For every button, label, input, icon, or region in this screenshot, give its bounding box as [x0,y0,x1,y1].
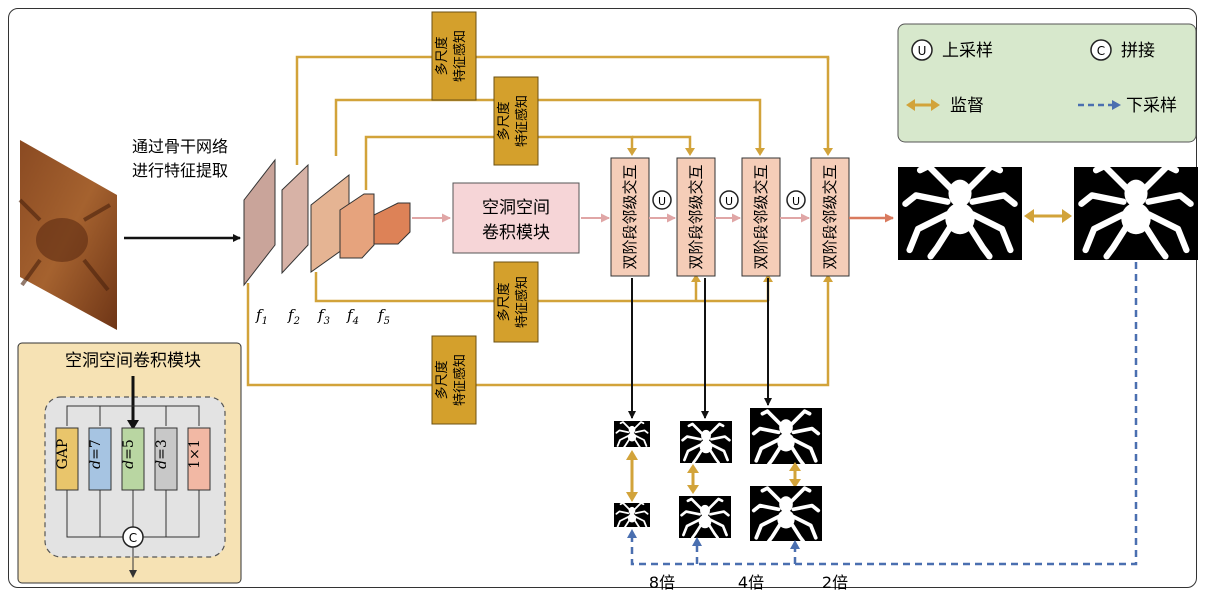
backbone-label-1: 通过骨干网络 [132,137,228,156]
feature-stack [244,160,410,285]
legend-concat: C 拼接 [1091,40,1155,61]
dsni-module-1: 双阶段邻级交互 [611,158,649,276]
prediction-mask [898,166,1022,260]
svg-text:U: U [725,195,733,208]
svg-text:双阶段邻级交互: 双阶段邻级交互 [752,164,770,269]
svg-text:监督: 监督 [950,96,984,116]
svg-text:特征感知: 特征感知 [514,95,530,147]
feature-label-f3: f3 [317,306,330,327]
svg-text:C: C [1097,44,1105,58]
svg-text:拼接: 拼接 [1121,41,1155,61]
side-output-arrows [632,278,768,418]
legend: U 上采样 C 拼接 监督 下采样 [898,24,1196,142]
aspp-detail-panel: 空洞空间卷积模块 GAP d=7 d=5 d=3 1×1 [18,343,241,583]
feature-f1 [244,160,275,285]
svg-text:d=7: d=7 [88,439,104,469]
svg-text:d=3: d=3 [154,439,170,469]
gt-8x [614,503,650,529]
side-prediction-2x [750,408,822,465]
msfp-box-upper: 多尺度 特征感知 [494,77,538,165]
gt-4x [679,496,731,538]
svg-text:1×1: 1×1 [187,439,203,469]
svg-text:特征感知: 特征感知 [452,30,468,82]
dsni-module-3: 双阶段邻级交互 [742,158,780,276]
aspp-detail-title: 空洞空间卷积模块 [65,351,201,371]
aspp-branch-d5: d=5 [121,428,144,490]
feature-label-f5: f5 [377,306,390,327]
svg-text:双阶段邻级交互: 双阶段邻级交互 [821,164,839,269]
svg-text:双阶段邻级交互: 双阶段邻级交互 [621,164,639,269]
svg-text:多尺度: 多尺度 [434,360,450,399]
dsni-module-4: 双阶段邻级交互 [811,158,849,276]
svg-text:多尺度: 多尺度 [496,282,512,321]
feature-labels: f1 f2 f3 f4 f5 [255,306,390,327]
svg-text:特征感知: 特征感知 [514,276,530,328]
svg-text:U: U [918,44,927,58]
scale-label-8x: 8倍 [649,573,675,592]
legend-upsample: U 上采样 [912,40,993,61]
svg-text:多尺度: 多尺度 [496,101,512,140]
aspp-branch-d3: d=3 [154,428,177,490]
svg-text:U: U [658,195,666,208]
upsample-node-1: U [653,191,671,209]
msfp-box-top: 多尺度 特征感知 [432,12,476,100]
svg-text:GAP: GAP [55,439,71,470]
feature-label-f2: f2 [287,306,300,327]
feature-f5 [374,203,410,244]
backbone-label-2: 进行特征提取 [132,161,228,180]
svg-text:多尺度: 多尺度 [434,36,450,75]
scale-label-2x: 2倍 [822,573,848,592]
upsample-node-2: U [720,191,738,209]
svg-text:双阶段邻级交互: 双阶段邻级交互 [687,164,705,269]
svg-text:C: C [129,531,137,545]
ground-truth-mask [1074,166,1198,260]
aspp-branch-d7: d=7 [88,428,111,490]
aspp-branch-1x1: 1×1 [187,428,210,490]
feature-f2 [282,165,308,273]
aspp-label-1: 空洞空间 [482,198,550,218]
svg-text:上采样: 上采样 [942,41,993,61]
msfp-box-bottom: 多尺度 特征感知 [432,336,476,424]
gt-2x [750,486,822,542]
aspp-label-2: 卷积模块 [482,223,550,243]
msfp-box-lower: 多尺度 特征感知 [494,262,538,342]
svg-text:U: U [792,195,800,208]
input-image [20,140,117,330]
scale-label-4x: 4倍 [738,573,764,592]
feature-label-f1: f1 [255,306,268,327]
feature-label-f4: f4 [346,306,359,327]
side-prediction-8x [614,421,650,448]
supervise-arrow-main [1024,209,1072,223]
msfp-arrowheads [627,148,833,282]
dsni-module-2: 双阶段邻级交互 [677,158,715,276]
svg-text:特征感知: 特征感知 [452,354,468,406]
side-prediction-4x [680,421,732,463]
upsample-node-3: U [787,191,805,209]
svg-text:下采样: 下采样 [1126,96,1177,116]
aspp-branch-gap: GAP [55,428,78,490]
svg-text:d=5: d=5 [121,439,137,469]
